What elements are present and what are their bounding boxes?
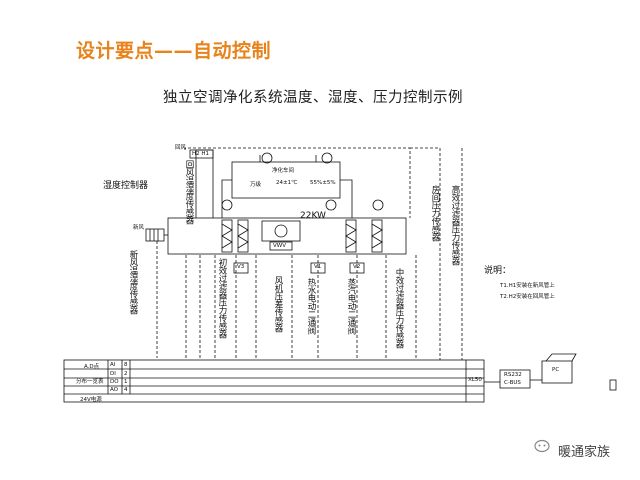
cooling-coil	[237, 219, 249, 253]
fan-pressure-sensor-label: 风机压差传感器	[273, 276, 283, 332]
mid-filter	[371, 219, 383, 253]
valve-v1-label: V1	[314, 264, 322, 270]
room-pressure-sensor-label: 房间压力传感器	[430, 185, 440, 241]
p-sensor-primary	[221, 199, 233, 211]
io-count-do: 1	[124, 379, 128, 385]
pc-box	[541, 360, 573, 384]
io-type-ai: AI	[110, 362, 116, 368]
return-air-label: 回风	[175, 145, 187, 151]
io-type-di: DI	[110, 371, 116, 377]
heating-coil	[345, 219, 357, 253]
p-sensor-room-1	[261, 152, 273, 164]
valve-v3	[233, 262, 249, 274]
supply-pipe	[340, 179, 353, 218]
fan-power-label: 22KW	[300, 211, 326, 221]
return-duct	[195, 149, 214, 218]
io-count-di: 2	[124, 371, 128, 377]
mid-filter-sensor-label: 中效过滤器压力传感器	[394, 268, 404, 348]
io-table	[63, 359, 485, 403]
io-count-ao: 4	[124, 387, 128, 393]
converter-line-2: C-BUS	[504, 380, 521, 386]
fresh-air-label: 新风	[133, 225, 145, 231]
valve-v2	[349, 262, 365, 274]
steam-valve-label: 蒸汽电动二通阀	[346, 278, 356, 334]
p-sensor-fan	[325, 199, 337, 211]
primary-filter-sensor-label: 初效过滤器压力传感器	[217, 258, 227, 338]
cleanroom-name: 净化车间	[272, 168, 295, 174]
ahu-box	[167, 217, 407, 255]
controller-label: XL50	[468, 377, 482, 383]
wechat-icon	[534, 439, 550, 453]
io-table-header: A.D点	[84, 364, 100, 370]
converter-line-1: RS232	[504, 372, 522, 378]
hepa-filter-sensor-label: 高效过滤器压力传感器	[450, 185, 460, 265]
valve-v1	[310, 262, 326, 274]
io-table-sub: 分布一览表	[76, 379, 104, 385]
diagram-subtitle: 独立空调净化系统温度、湿度、压力控制示例	[163, 90, 463, 106]
page-title: 设计要点——自动控制	[76, 40, 272, 62]
primary-filter	[221, 219, 233, 253]
notes-title: 说明：	[484, 266, 512, 276]
pc-connector	[609, 379, 617, 391]
fresh-humidity-sensor-label: 新风温湿度传感器	[128, 250, 138, 314]
cleanroom-grade: 万级	[250, 182, 262, 188]
hot-water-valve-label: 热水电动二通阀	[306, 278, 316, 334]
notes-line-1: T1.H1安装在新风管上	[500, 283, 555, 289]
io-type-do: DO	[110, 379, 119, 385]
signal-lines	[156, 147, 463, 360]
power-label: 24V电源	[80, 397, 102, 403]
valve-v3-label: V3	[237, 264, 245, 270]
h1h2-sensor-box	[189, 149, 214, 159]
supply-fan	[261, 220, 301, 251]
valve-v2-label: V2	[353, 264, 361, 270]
io-count-ai: 8	[124, 362, 128, 368]
p-sensor-mid	[372, 199, 384, 211]
pc-label: PC	[552, 367, 560, 373]
return-pipe	[221, 179, 232, 218]
fresh-air-damper	[145, 228, 165, 242]
h1h2-label: H2 H1	[192, 151, 210, 157]
vwv-label: VWV	[273, 243, 286, 249]
notes-line-2: T2.H2安装在回风管上	[500, 294, 555, 300]
brand-name: 暖通家族	[558, 445, 611, 460]
cleanroom-temp: 24±1℃	[276, 180, 298, 186]
io-type-ao: AO	[110, 387, 118, 393]
p-sensor-room-2	[321, 152, 333, 164]
return-humidity-sensor-label: 回风温湿度传感器	[184, 160, 194, 224]
humidity-controller-label: 湿度控制器	[103, 181, 149, 191]
cleanroom-rh: 55%±5%	[310, 180, 336, 186]
converter-box	[499, 369, 531, 389]
